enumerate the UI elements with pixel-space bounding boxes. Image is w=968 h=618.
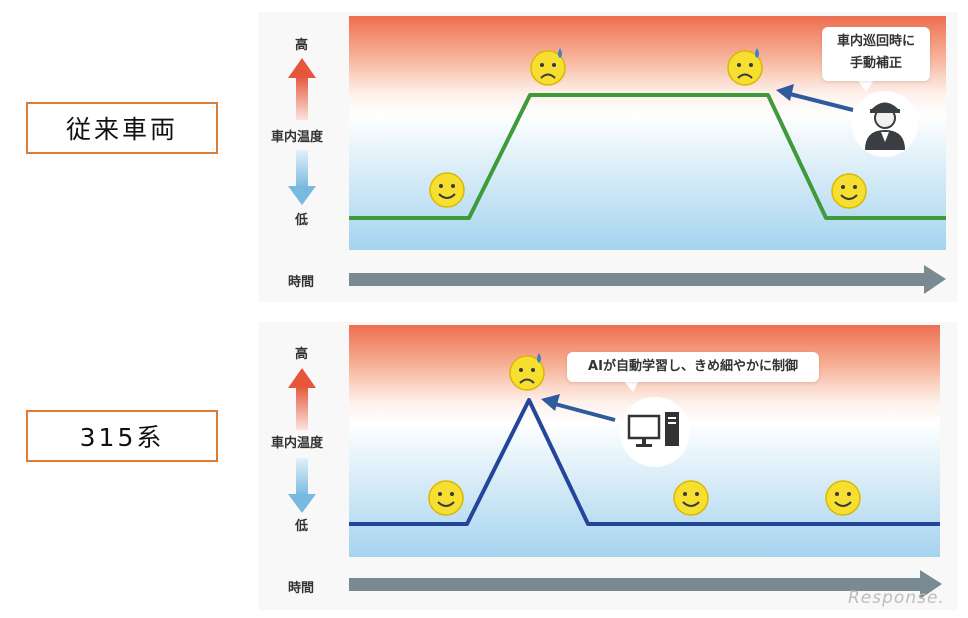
bottom-axis-time-label: 時間 [288, 581, 315, 596]
bottom-up-arrow-icon [288, 368, 316, 430]
top-temperature-line [349, 93, 946, 220]
smiley-face-icon [831, 173, 867, 209]
train-conductor-icon [852, 91, 918, 157]
bottom-down-arrow-icon [288, 458, 316, 513]
sweating-sad-face-icon [509, 353, 545, 391]
bottom-time-arrow-icon [349, 570, 942, 599]
sweating-sad-face-icon [530, 48, 566, 86]
smiley-face-icon [673, 480, 709, 516]
desktop-computer-icon [620, 397, 690, 467]
callout-line: 手動補正 [849, 56, 902, 71]
bottom-axis-low-label: 低 [295, 519, 309, 534]
top-axis-high-label: 高 [295, 38, 309, 53]
callout-tail [858, 80, 874, 92]
top-axis-low-label: 低 [295, 213, 309, 228]
conventional-train-label: 従来車両 [26, 102, 218, 154]
top-axis-temperature-label: 車内温度 [271, 130, 324, 145]
pointer-arrow-icon [541, 394, 616, 422]
smiley-face-icon [825, 480, 861, 516]
callout-line: 車内巡回時に [836, 34, 915, 49]
ai-control-callout: AIが自動学習し、きめ細やかに制御 [567, 352, 819, 382]
top-axis-time-label: 時間 [288, 275, 315, 290]
bottom-axis-high-label: 高 [295, 347, 309, 362]
response-watermark: Response. [848, 588, 945, 608]
top-time-arrow-icon [349, 265, 946, 294]
callout-tail [623, 380, 639, 392]
sweating-sad-face-icon [727, 48, 763, 86]
bottom-temperature-line [349, 398, 940, 526]
manual-correction-callout: 車内巡回時に 手動補正 [822, 27, 930, 81]
pointer-arrow-icon [776, 84, 854, 112]
bottom-axis-temperature-label: 車内温度 [271, 436, 324, 451]
smiley-face-icon [429, 172, 465, 208]
smiley-face-icon [428, 480, 464, 516]
top-down-arrow-icon [288, 150, 316, 205]
series-315-label: 315系 [26, 410, 218, 462]
top-up-arrow-icon [288, 58, 316, 120]
